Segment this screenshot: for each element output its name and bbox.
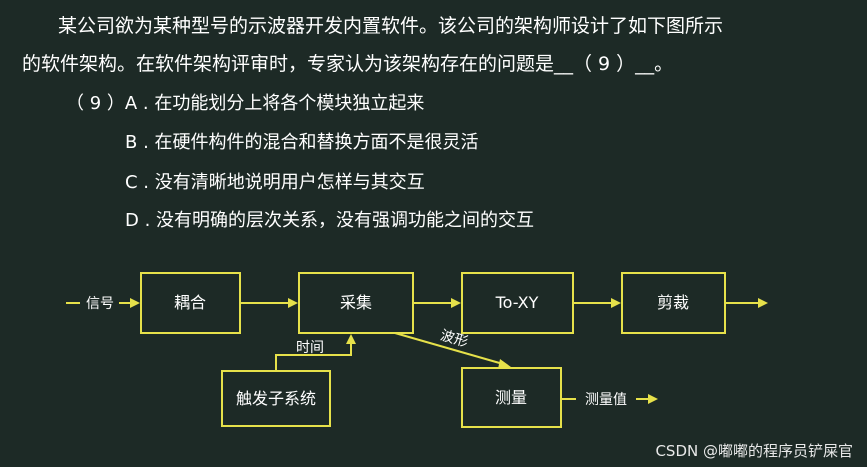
time-label: 时间 [296, 340, 324, 356]
measured-value-label: 测量值 [585, 392, 627, 408]
measured-value-arrowhead [648, 394, 658, 404]
option-a: （ 9 ）A . 在功能划分上将各个模块独立起来 [66, 93, 425, 114]
clipping-label: 剪裁 [657, 293, 689, 312]
measure-label: 测量 [495, 388, 527, 407]
toxy-to-clipping-arrowhead [611, 298, 621, 308]
signal-input-arrowhead [130, 298, 140, 308]
waveform-label: 波形 [438, 328, 469, 351]
trigger-label: 触发子系统 [236, 389, 316, 408]
toxy-label: To-XY [495, 293, 539, 312]
coupling-to-acquisition-arrowhead [288, 298, 298, 308]
trigger-to-acquisition-arrowhead [346, 334, 356, 344]
watermark: CSDN @嘟嘟的程序员铲屎官 [655, 442, 853, 460]
question-line-1: 某公司欲为某种型号的示波器开发内置软件。该公司的架构师设计了如下图所示 [58, 15, 724, 37]
acquisition-to-measure-arrowhead [498, 359, 511, 369]
signal-input-label: 信号 [86, 296, 114, 312]
clipping-output-arrowhead [758, 298, 768, 308]
option-d: D . 没有明确的层次关系，没有强调功能之间的交互 [125, 210, 535, 231]
measure-box [461, 367, 562, 428]
trigger-to-acquisition-line [275, 344, 352, 371]
acquisition-to-toxy-arrowhead [451, 298, 461, 308]
option-c: C . 没有清晰地说明用户怎样与其交互 [125, 172, 425, 193]
option-b: B . 在硬件构件的混合和替换方面不是很灵活 [125, 132, 479, 153]
coupling-label: 耦合 [174, 293, 206, 312]
question-line-2: 的软件架构。在软件架构评审时，专家认为该架构存在的问题是__（ 9 ）__。 [22, 53, 674, 75]
acquisition-label: 采集 [340, 293, 372, 312]
acquisition-to-measure-line [394, 332, 504, 365]
